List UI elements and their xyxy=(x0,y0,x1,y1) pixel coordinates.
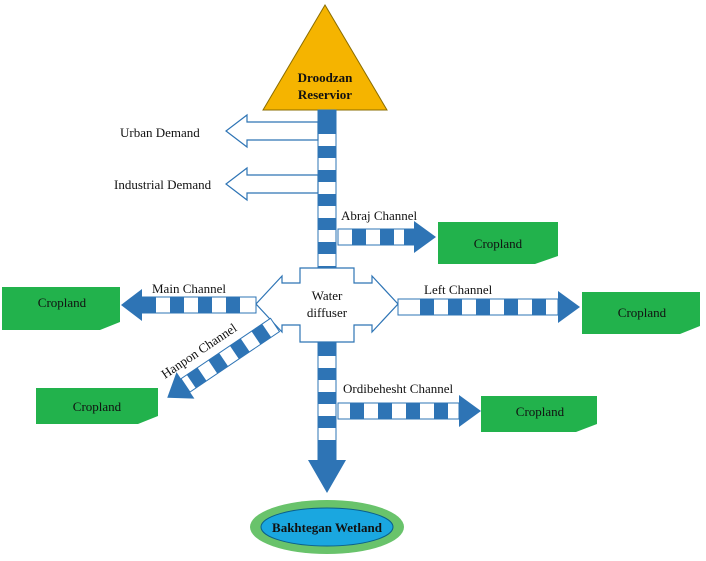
wetland-inner xyxy=(260,507,394,547)
reservoir-label-line2: Reservior xyxy=(298,87,352,102)
abraj-channel-label: Abraj Channel xyxy=(341,208,418,223)
main-channel-label: Main Channel xyxy=(152,281,226,296)
diffuser-label-line1: Water xyxy=(312,288,343,303)
ordibehesht-channel-arrow xyxy=(337,395,481,427)
left-channel-label: Left Channel xyxy=(424,282,493,297)
cropland-hanpon-label: Cropland xyxy=(73,399,122,414)
diffuser-label-line2: diffuser xyxy=(307,305,348,320)
industrial-demand-label: Industrial Demand xyxy=(114,177,212,192)
cropland-left-label: Cropland xyxy=(618,305,667,320)
urban-demand-label: Urban Demand xyxy=(120,125,200,140)
urban-demand-arrow xyxy=(225,113,319,149)
main-channel-arrow xyxy=(121,289,257,321)
cropland-ordibehesht-label: Cropland xyxy=(516,404,565,419)
cropland-ordibehesht xyxy=(481,396,597,432)
trunk-upper xyxy=(317,109,337,279)
trunk-lower xyxy=(308,341,346,493)
wetland-label: Bakhtegan Wetland xyxy=(272,520,383,535)
left-channel-arrow xyxy=(397,291,580,323)
cropland-main-label: Cropland xyxy=(38,295,87,310)
reservoir-label-line1: Droodzan xyxy=(298,70,353,85)
ordibehesht-channel-label: Ordibehesht Channel xyxy=(343,381,454,396)
cropland-main xyxy=(2,287,120,330)
cropland-abraj-label: Cropland xyxy=(474,236,523,251)
abraj-channel-arrow xyxy=(337,221,436,253)
cropland-left xyxy=(582,292,700,334)
hanpon-channel-arrow xyxy=(167,317,281,399)
water-diffuser xyxy=(255,267,399,343)
cropland-abraj xyxy=(438,222,558,264)
industrial-demand-arrow xyxy=(225,166,319,202)
cropland-hanpon xyxy=(36,388,158,424)
